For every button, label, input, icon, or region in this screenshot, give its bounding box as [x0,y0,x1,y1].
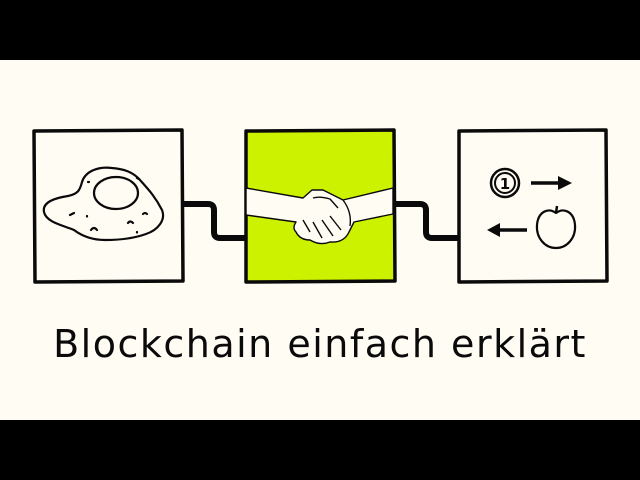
block-panel-egg [32,128,185,284]
coin-apple-exchange-icon: 1 [487,167,577,250]
handshake-icon [245,187,394,245]
arrow-right-icon [531,176,572,190]
chain-connector-right [392,201,461,241]
arrow-left-icon [487,223,527,237]
fried-egg-icon [42,166,165,242]
coin-icon: 1 [489,167,521,199]
apple-icon [535,205,577,250]
page-title: Blockchain einfach erklärt [53,322,587,366]
chain-connector-left [180,201,248,241]
thumbnail-stage: 1 Blockchain einfach erklärt [0,60,640,420]
svg-text:1: 1 [500,175,510,193]
letterbox-top [0,0,640,60]
illustration: 1 [32,128,609,284]
block-panel-exchange: 1 [457,128,609,284]
block-panel-handshake [244,128,397,284]
letterbox-bottom [0,420,640,480]
